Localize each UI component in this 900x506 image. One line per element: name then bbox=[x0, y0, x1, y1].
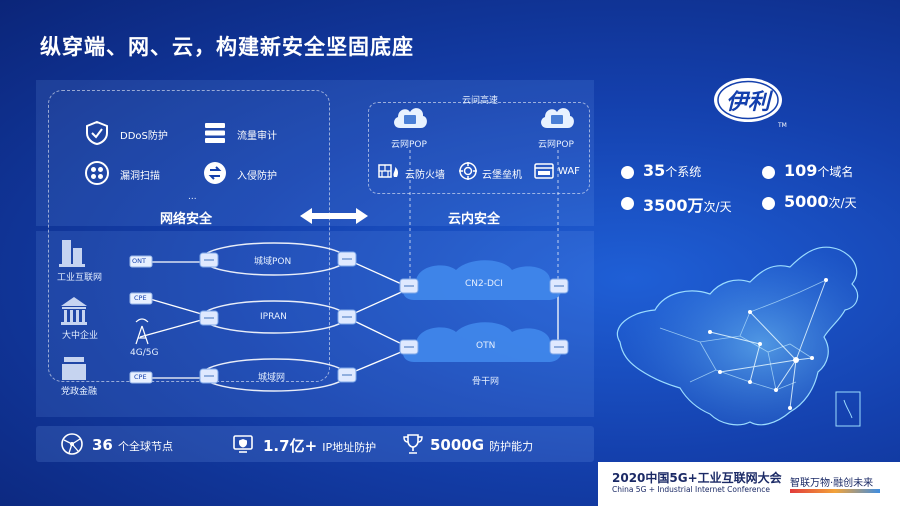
endpoint-industrial-internet: 工业互联网 bbox=[57, 273, 103, 283]
device-cpe-1: CPE bbox=[134, 294, 147, 302]
ddos-protection-label: DDoS防护 bbox=[120, 131, 168, 142]
ip-protection-number: 1.7亿+ bbox=[263, 437, 318, 455]
conference-subtitle: China 5G + Industrial Internet Conferenc… bbox=[612, 485, 771, 494]
network-metro: 城域网 bbox=[258, 373, 286, 383]
shield-monitor-icon bbox=[232, 433, 254, 455]
yili-logo: 伊利 bbox=[712, 75, 784, 125]
systems-unit: 个系统 bbox=[665, 165, 702, 179]
scan-icon bbox=[84, 160, 110, 186]
cloud-pop-left-label: 云网POP bbox=[391, 140, 427, 150]
network-security-label: 网络安全 bbox=[160, 212, 213, 227]
endpoint-4g5g: 4G/5G bbox=[130, 348, 159, 358]
footer-banner bbox=[598, 462, 900, 506]
firewall-icon bbox=[378, 162, 400, 180]
server-icon bbox=[202, 120, 228, 146]
stat-bullet-2 bbox=[762, 166, 775, 179]
cloud-security-label: 云内安全 bbox=[448, 212, 501, 227]
stat-bullet-1 bbox=[621, 166, 634, 179]
daily-attacks-number: 5000 bbox=[784, 192, 829, 211]
device-cpe-2: CPE bbox=[134, 373, 147, 381]
protection-capacity-stat: 5000G 防护能力 bbox=[430, 435, 533, 454]
protection-capacity-number: 5000G bbox=[430, 436, 485, 454]
slogan-color-bar bbox=[790, 489, 880, 493]
domains-unit: 个域名 bbox=[817, 165, 854, 179]
daily-volume-unit: 次/天 bbox=[703, 200, 732, 214]
trophy-icon bbox=[402, 432, 424, 456]
intrusion-icon bbox=[202, 160, 228, 186]
waf-icon bbox=[534, 162, 554, 180]
endpoint-enterprise: 大中企业 bbox=[62, 331, 99, 341]
waf-label: WAF bbox=[558, 166, 580, 177]
global-nodes-stat: 36 个全球节点 bbox=[92, 435, 173, 454]
yili-logo-text: 伊利 bbox=[725, 90, 770, 115]
network-ipran: IPRAN bbox=[260, 312, 287, 322]
bottom-stats-panel bbox=[36, 426, 594, 462]
backbone-label: 骨干网 bbox=[472, 377, 500, 387]
ip-protection-unit: IP地址防护 bbox=[322, 441, 377, 454]
systems-stat: 35个系统 bbox=[643, 161, 701, 180]
domains-number: 109 bbox=[784, 161, 818, 180]
intrusion-protection-label: 入侵防护 bbox=[237, 171, 277, 182]
device-ont: ONT bbox=[132, 257, 146, 265]
daily-attacks-stat: 5000次/天 bbox=[784, 192, 857, 211]
cloud-security-frame bbox=[368, 102, 590, 194]
systems-number: 35 bbox=[643, 161, 666, 180]
stat-bullet-3 bbox=[621, 197, 634, 210]
global-nodes-number: 36 bbox=[92, 436, 113, 454]
more-items-ellipsis: ... bbox=[188, 192, 197, 202]
cloud-pop-right-icon bbox=[537, 100, 577, 134]
cloud-link-label: 云间高速 bbox=[462, 96, 499, 106]
daily-volume-stat: 3500万次/天 bbox=[643, 192, 732, 216]
double-arrow-icon bbox=[298, 206, 370, 226]
endpoint-gov-finance: 党政金融 bbox=[61, 387, 98, 397]
conference-title: 2020中国5G+工业互联网大会 bbox=[612, 471, 782, 485]
china-map bbox=[616, 246, 861, 427]
cloud-pop-right-label: 云网POP bbox=[538, 140, 574, 150]
shield-icon bbox=[84, 120, 110, 146]
stat-bullet-4 bbox=[762, 197, 775, 210]
network-metro-pon: 城域PON bbox=[254, 257, 292, 267]
cloud-pop-left-icon bbox=[390, 100, 430, 134]
bastion-icon bbox=[458, 161, 478, 181]
backbone-otn: OTN bbox=[476, 341, 496, 351]
cloud-firewall-label: 云防火墙 bbox=[405, 170, 445, 181]
daily-volume-number: 3500万 bbox=[643, 196, 704, 215]
protection-capacity-unit: 防护能力 bbox=[489, 440, 534, 453]
yili-trademark: TM bbox=[778, 122, 787, 129]
page-title: 纵穿端、网、云，构建新安全坚固底座 bbox=[40, 35, 414, 59]
domains-stat: 109个域名 bbox=[784, 161, 853, 180]
cloud-bastion-label: 云堡垒机 bbox=[482, 170, 522, 181]
security-panel bbox=[36, 80, 594, 226]
global-nodes-unit: 个全球节点 bbox=[117, 440, 173, 453]
traffic-audit-label: 流量审计 bbox=[237, 131, 277, 142]
vulnerability-scan-label: 漏洞扫描 bbox=[120, 171, 160, 182]
backbone-cn2: CN2-DCI bbox=[465, 279, 503, 289]
conference-slogan: 智联万物·融创未来 bbox=[790, 478, 874, 489]
daily-attacks-unit: 次/天 bbox=[828, 196, 857, 210]
globe-icon bbox=[60, 432, 84, 456]
network-panel bbox=[36, 231, 594, 417]
ip-protection-stat: 1.7亿+ IP地址防护 bbox=[263, 435, 376, 456]
network-security-frame bbox=[48, 90, 330, 382]
